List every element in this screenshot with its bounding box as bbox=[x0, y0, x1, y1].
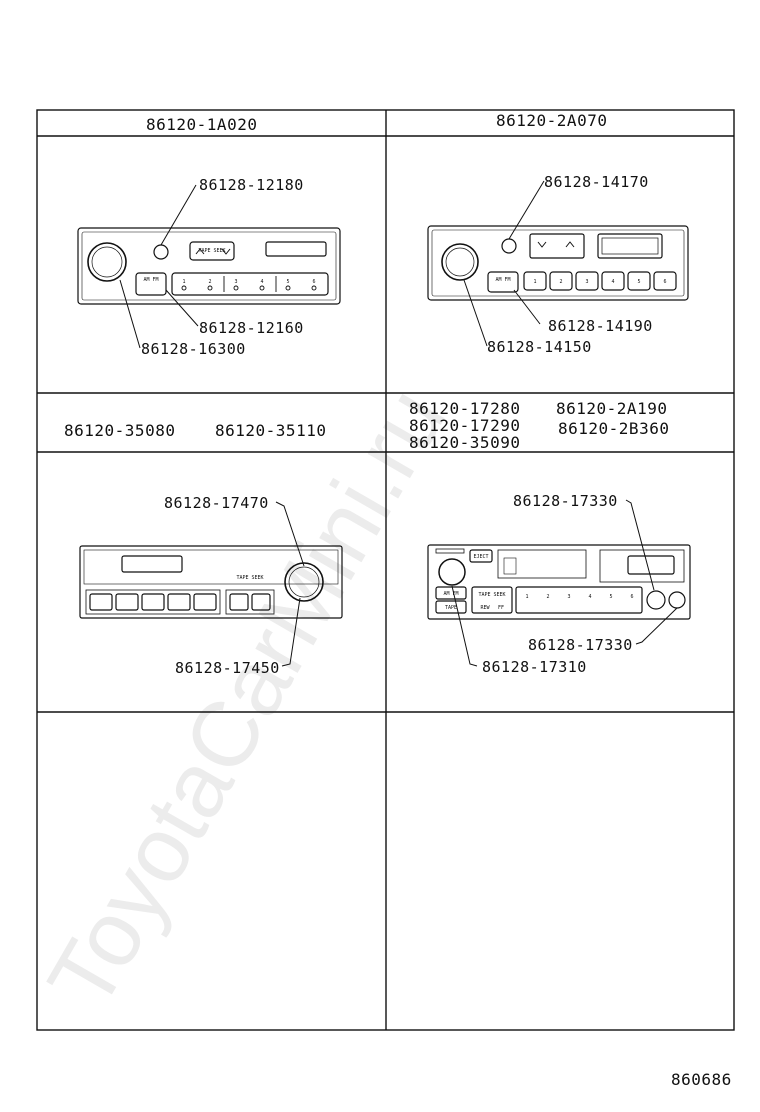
p4-tapeseek-text: TAPE SEEK bbox=[478, 592, 505, 598]
callout-86128-17450: 86128-17450 bbox=[175, 659, 280, 677]
svg-text:5: 5 bbox=[637, 279, 640, 285]
p4-eject-text: EJECT bbox=[473, 554, 488, 560]
volume-knob bbox=[284, 562, 324, 602]
p1-amfm-text: AM FM bbox=[143, 277, 158, 283]
cassette-door bbox=[497, 549, 587, 579]
p4-ff-text: FF bbox=[498, 605, 504, 611]
svg-text:1: 1 bbox=[533, 279, 536, 285]
leader-12180 bbox=[160, 184, 197, 246]
svg-text:4: 4 bbox=[588, 594, 591, 600]
p4-tape-text: TAPE bbox=[445, 605, 457, 611]
panel4-header-d: 86120-2B360 bbox=[558, 419, 670, 438]
leader-17470 bbox=[275, 501, 305, 567]
panel1-header: 86120-1A020 bbox=[146, 115, 258, 134]
tuning-knob bbox=[501, 238, 517, 254]
display-window bbox=[597, 233, 663, 259]
panel4-header-a: 86120-17280 bbox=[409, 399, 521, 418]
tone-knob-left bbox=[646, 590, 666, 610]
p3-tapeseek-text: TAPE SEEK bbox=[236, 575, 263, 581]
panel2-header: 86120-2A070 bbox=[496, 111, 608, 130]
p4-rew-text: REW bbox=[480, 605, 490, 611]
display-window bbox=[265, 241, 327, 257]
page-code: 860686 bbox=[671, 1070, 732, 1089]
radio-unit-35080 bbox=[79, 501, 343, 667]
svg-text:4: 4 bbox=[611, 279, 614, 285]
seek-buttons bbox=[529, 233, 585, 259]
leader-14190 bbox=[513, 289, 541, 325]
faceplate bbox=[79, 545, 343, 619]
panel4-header-e: 86120-35090 bbox=[409, 433, 521, 452]
faceplate bbox=[427, 225, 689, 301]
am-fm-button bbox=[135, 272, 167, 296]
tape-seek-group bbox=[471, 586, 513, 614]
leader-14170 bbox=[508, 180, 545, 240]
leader-17450 bbox=[281, 597, 301, 667]
svg-text:1: 1 bbox=[182, 279, 185, 285]
panel3-header-a: 86120-35080 bbox=[64, 421, 176, 440]
display-window bbox=[121, 555, 183, 573]
leader-17310 bbox=[451, 585, 478, 667]
leader-17330-top bbox=[625, 499, 655, 591]
callout-86128-17330-top: 86128-17330 bbox=[513, 492, 618, 510]
tone-knob-right bbox=[668, 591, 686, 609]
callout-86128-14190: 86128-14190 bbox=[548, 317, 653, 335]
am-fm-button bbox=[487, 271, 519, 293]
leader-17330-bottom bbox=[635, 607, 678, 645]
leader-16300 bbox=[119, 279, 141, 349]
svg-text:6: 6 bbox=[630, 594, 633, 600]
svg-text:5: 5 bbox=[609, 594, 612, 600]
eject-button bbox=[469, 549, 493, 563]
callout-86128-14170: 86128-14170 bbox=[544, 173, 649, 191]
callout-86128-17310: 86128-17310 bbox=[482, 658, 587, 676]
svg-text:6: 6 bbox=[312, 279, 315, 285]
callout-86128-12160: 86128-12160 bbox=[199, 319, 304, 337]
callout-86128-12180: 86128-12180 bbox=[199, 176, 304, 194]
panel4-header-b: 86120-2A190 bbox=[556, 399, 668, 418]
callout-86128-14150: 86128-14150 bbox=[487, 338, 592, 356]
tape-seek-group bbox=[225, 589, 275, 615]
panel3-header-b: 86120-35110 bbox=[215, 421, 327, 440]
tuning-knob bbox=[153, 244, 169, 260]
svg-text:6: 6 bbox=[663, 279, 666, 285]
preset-strip bbox=[515, 586, 643, 614]
volume-knob bbox=[438, 558, 466, 586]
radio-unit-1a020 bbox=[77, 184, 341, 349]
svg-text:5: 5 bbox=[286, 279, 289, 285]
callout-86128-17470: 86128-17470 bbox=[164, 494, 269, 512]
svg-text:3: 3 bbox=[234, 279, 237, 285]
p1-tapeseek-text: TAPE SEEK bbox=[198, 248, 225, 254]
panel4-header-c: 86120-17290 bbox=[409, 416, 521, 435]
callout-86128-17330-bottom: 86128-17330 bbox=[528, 636, 633, 654]
preset-strip bbox=[171, 272, 329, 296]
am-fm-button bbox=[435, 586, 467, 600]
faceplate bbox=[427, 544, 691, 620]
p4-amfm-text: AM FM bbox=[443, 591, 458, 597]
faceplate bbox=[77, 227, 341, 305]
tape-button bbox=[435, 600, 467, 614]
volume-knob bbox=[87, 242, 127, 282]
callout-86128-16300: 86128-16300 bbox=[141, 340, 246, 358]
svg-text:3: 3 bbox=[567, 594, 570, 600]
leader-12160 bbox=[165, 289, 199, 327]
volume-knob bbox=[441, 243, 479, 281]
tape-seek-button bbox=[189, 241, 235, 261]
svg-text:2: 2 bbox=[546, 594, 549, 600]
p2-amfm-text: AM FM bbox=[495, 277, 510, 283]
leader-14150 bbox=[463, 279, 488, 347]
svg-text:2: 2 bbox=[559, 279, 562, 285]
svg-text:4: 4 bbox=[260, 279, 263, 285]
radio-unit-17280 bbox=[427, 499, 691, 667]
display-window bbox=[627, 555, 675, 575]
svg-text:3: 3 bbox=[585, 279, 588, 285]
radio-unit-2a070 bbox=[427, 180, 689, 347]
svg-text:2: 2 bbox=[208, 279, 211, 285]
svg-text:1: 1 bbox=[525, 594, 528, 600]
